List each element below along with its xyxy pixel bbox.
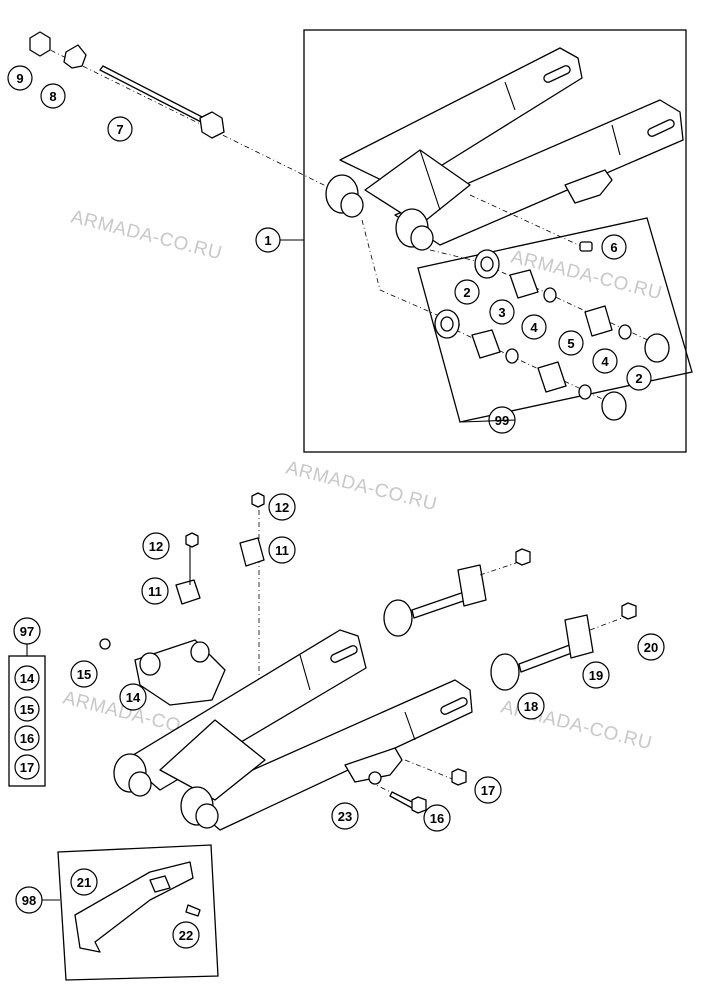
callout-98: 98	[15, 886, 43, 914]
callout-11: 11	[268, 536, 296, 564]
callout-5: 5	[558, 330, 584, 356]
callout-11: 11	[141, 577, 169, 605]
svg-text:11: 11	[148, 584, 162, 599]
callout-9: 9	[7, 65, 33, 91]
callout-14: 14	[119, 683, 147, 711]
callout-12: 12	[142, 532, 170, 560]
svg-text:12: 12	[149, 539, 163, 554]
clamps	[175, 492, 265, 605]
svg-text:20: 20	[644, 640, 658, 655]
axle-assembly	[29, 31, 331, 189]
callout-20: 20	[637, 633, 665, 661]
watermark: ARMADA-CO.RU	[69, 206, 224, 264]
svg-text:16: 16	[20, 731, 34, 746]
watermark: ARMADA-CO.RU	[284, 457, 439, 515]
callout-4: 4	[592, 348, 618, 374]
svg-text:14: 14	[126, 690, 141, 705]
chain-guard-kit	[57, 844, 219, 981]
svg-text:97: 97	[20, 624, 34, 639]
swingarm-top	[325, 47, 684, 326]
svg-text:15: 15	[77, 667, 91, 682]
callout-22: 22	[172, 921, 200, 949]
callout-23: 23	[331, 802, 359, 830]
svg-text:98: 98	[22, 893, 36, 908]
fasteners	[368, 768, 467, 814]
callout-15: 15	[14, 696, 40, 722]
callout-16: 16	[14, 725, 40, 751]
svg-text:8: 8	[49, 89, 56, 104]
callout-21: 21	[70, 868, 98, 896]
callout-18: 18	[517, 692, 545, 720]
callout-17: 17	[14, 754, 40, 780]
svg-text:2: 2	[463, 285, 470, 300]
callout-17: 17	[474, 776, 502, 804]
svg-text:12: 12	[275, 500, 289, 515]
svg-text:7: 7	[116, 122, 123, 137]
svg-text:21: 21	[77, 875, 91, 890]
callout-7: 7	[107, 116, 133, 142]
svg-text:11: 11	[275, 543, 289, 558]
svg-text:16: 16	[430, 811, 444, 826]
callout-4: 4	[521, 314, 547, 340]
callout-2: 2	[454, 279, 480, 305]
svg-text:6: 6	[610, 240, 617, 255]
bearing-set	[434, 249, 670, 421]
svg-text:1: 1	[264, 233, 271, 248]
callout-1: 1	[255, 227, 281, 253]
callout-2: 2	[626, 365, 652, 391]
svg-text:15: 15	[20, 702, 34, 717]
svg-text:9: 9	[16, 71, 23, 86]
assembly-frame-1	[303, 29, 687, 453]
callout-97: 97	[13, 617, 41, 645]
callout-6: 6	[601, 234, 627, 260]
callout-12: 12	[268, 493, 296, 521]
callout-15: 15	[70, 660, 98, 688]
chain-guide-bracket	[99, 638, 226, 706]
callout-8: 8	[40, 83, 66, 109]
svg-text:17: 17	[481, 783, 495, 798]
svg-text:23: 23	[338, 809, 352, 824]
axle-blocks	[383, 548, 637, 691]
svg-text:4: 4	[601, 354, 609, 369]
svg-text:18: 18	[524, 699, 538, 714]
svg-text:19: 19	[589, 668, 603, 683]
kit-99-frame	[417, 217, 693, 423]
svg-text:14: 14	[20, 671, 35, 686]
svg-text:2: 2	[635, 371, 642, 386]
callout-14: 14	[14, 665, 40, 691]
svg-text:17: 17	[20, 760, 34, 775]
callout-16: 16	[423, 804, 451, 832]
svg-text:4: 4	[530, 320, 538, 335]
svg-text:3: 3	[498, 305, 505, 320]
callout-3: 3	[489, 299, 515, 325]
svg-text:22: 22	[179, 928, 193, 943]
callout-19: 19	[582, 661, 610, 689]
callouts: 9 8 7 1 6 2 3 4 5 4 2 99 12 12 11 11 97 …	[7, 65, 665, 949]
svg-text:5: 5	[567, 336, 574, 351]
